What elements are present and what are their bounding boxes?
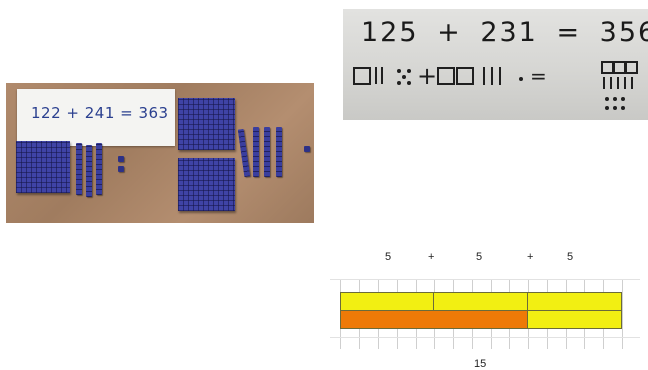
plus-sign: + <box>417 62 437 90</box>
whiteboard-equation: 125 + 231 = 356 <box>361 17 648 48</box>
unit-dot <box>621 106 625 110</box>
ten-stick <box>624 77 626 89</box>
equals-sign: = <box>530 64 547 88</box>
unit-dot <box>397 69 401 73</box>
hundred-square <box>456 67 474 85</box>
ten-stick <box>610 77 612 89</box>
part-bar-3 <box>527 292 622 311</box>
unit-cube <box>118 156 124 162</box>
addend-label: 5 <box>567 251 573 263</box>
hundred-flat-block <box>178 158 235 211</box>
whole-bar-filled <box>340 310 528 329</box>
unit-dot <box>407 81 411 85</box>
plus-label: + <box>527 251 533 263</box>
addend-label: 5 <box>385 251 391 263</box>
ten-rod-block <box>276 127 282 177</box>
hundred-square <box>353 67 371 85</box>
hundred-square <box>437 67 455 85</box>
plus-label: + <box>428 251 434 263</box>
bar-model: 5 + 5 + 5 15 <box>330 235 640 370</box>
grid-line <box>330 337 640 338</box>
ten-rod-block <box>253 127 259 177</box>
part-bar-1 <box>340 292 434 311</box>
hundred-square <box>625 61 638 74</box>
ten-stick <box>483 67 485 85</box>
unit-dot <box>621 97 625 101</box>
ten-stick <box>491 67 493 85</box>
part-bar-2 <box>433 292 528 311</box>
ten-rod-block <box>264 127 270 177</box>
equation-card: 122 + 241 = 363 <box>17 89 175 146</box>
unit-dot <box>397 81 401 85</box>
hundred-flat-block <box>178 98 235 150</box>
card-equation: 122 + 241 = 363 <box>31 104 169 122</box>
grid-line <box>330 279 640 280</box>
unit-dot <box>519 77 523 81</box>
ten-stick <box>499 67 501 85</box>
grid-line <box>622 279 623 349</box>
addend-label: 5 <box>476 251 482 263</box>
ten-rod-block <box>76 143 82 195</box>
unit-dot <box>407 69 411 73</box>
unit-dot <box>605 106 609 110</box>
ten-rod-block <box>96 143 102 195</box>
unit-dot <box>613 97 617 101</box>
ten-rod-block <box>238 129 251 177</box>
ten-stick <box>375 67 377 84</box>
ten-stick <box>603 77 605 89</box>
hundred-flat-block <box>16 141 70 193</box>
ten-stick <box>381 67 383 84</box>
unit-dot <box>605 97 609 101</box>
whiteboard-photo: 125 + 231 = 356 + = <box>343 9 648 120</box>
base-ten-blocks-photo: 122 + 241 = 363 <box>6 83 314 223</box>
unit-dot <box>402 75 406 79</box>
unit-dot <box>613 106 617 110</box>
ten-rod-block <box>86 145 92 197</box>
unit-cube <box>304 146 310 152</box>
total-label: 15 <box>474 358 486 370</box>
whole-bar-remainder <box>527 310 622 329</box>
ten-stick <box>631 77 633 89</box>
ten-stick <box>617 77 619 89</box>
unit-cube <box>118 166 124 172</box>
